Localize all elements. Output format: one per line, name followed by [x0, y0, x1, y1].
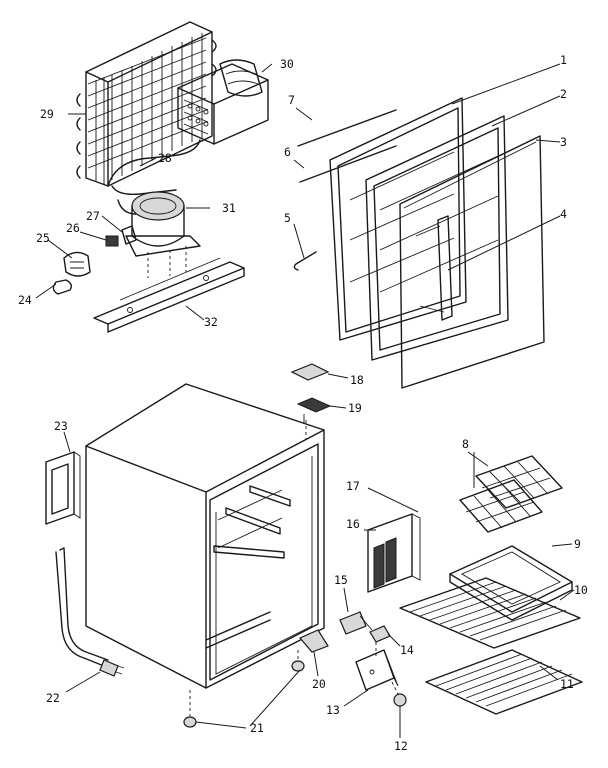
callout-18: 18	[350, 373, 364, 387]
power-cord	[55, 547, 125, 677]
ice-cube-trays	[459, 455, 563, 533]
thermostat-cover	[367, 513, 421, 593]
cabinet-feet	[183, 629, 329, 728]
callout-6: 6	[284, 145, 291, 159]
callout-25: 25	[36, 231, 50, 245]
compressor	[125, 191, 201, 278]
control-housing	[45, 451, 81, 525]
callout-11: 11	[560, 677, 574, 691]
callout-21: 21	[250, 721, 264, 735]
callout-27: 27	[86, 209, 100, 223]
callout-16: 16	[346, 517, 360, 531]
thermostat-assembly	[339, 611, 407, 707]
door-inner-liner	[329, 97, 467, 341]
callout-22: 22	[46, 691, 60, 705]
callout-labels: 1 2 3 4 5 6 7 8 9 10 11 12 13 14 15 16 1…	[18, 53, 588, 753]
callout-10: 10	[574, 583, 588, 597]
callout-7: 7	[288, 93, 295, 107]
callout-15: 15	[334, 573, 348, 587]
callout-23: 23	[54, 419, 68, 433]
callout-31: 31	[222, 201, 236, 215]
wire-shelves	[399, 577, 583, 715]
callout-32: 32	[204, 315, 218, 329]
callout-24: 24	[18, 293, 32, 307]
callout-30: 30	[280, 57, 294, 71]
refrigerant-tubing	[107, 139, 201, 215]
callout-1: 1	[560, 53, 567, 67]
door-hinge-pin	[293, 251, 317, 271]
top-hinge	[290, 363, 332, 440]
callout-14: 14	[400, 643, 414, 657]
door-outer-panel	[399, 135, 545, 389]
callout-17: 17	[346, 479, 360, 493]
callout-2: 2	[560, 87, 567, 101]
callout-26: 26	[66, 221, 80, 235]
leader-lines	[35, 63, 575, 738]
callout-3: 3	[560, 135, 567, 149]
callout-13: 13	[326, 703, 340, 717]
callout-19: 19	[348, 401, 362, 415]
callout-5: 5	[284, 211, 291, 225]
evaporator-assembly	[177, 59, 269, 145]
condenser-coil	[76, 21, 217, 187]
callout-12: 12	[394, 739, 408, 753]
callout-20: 20	[312, 677, 326, 691]
callout-9: 9	[574, 537, 581, 551]
door-gasket	[365, 115, 509, 361]
callout-4: 4	[560, 207, 567, 221]
relay-and-overload	[52, 225, 137, 295]
callout-29: 29	[40, 107, 54, 121]
compressor-base-rail	[93, 257, 245, 333]
callout-8: 8	[462, 437, 469, 451]
callout-28: 28	[158, 151, 172, 165]
cabinet	[85, 383, 325, 689]
door-trim-strips	[297, 109, 397, 183]
drip-pan	[449, 545, 573, 621]
